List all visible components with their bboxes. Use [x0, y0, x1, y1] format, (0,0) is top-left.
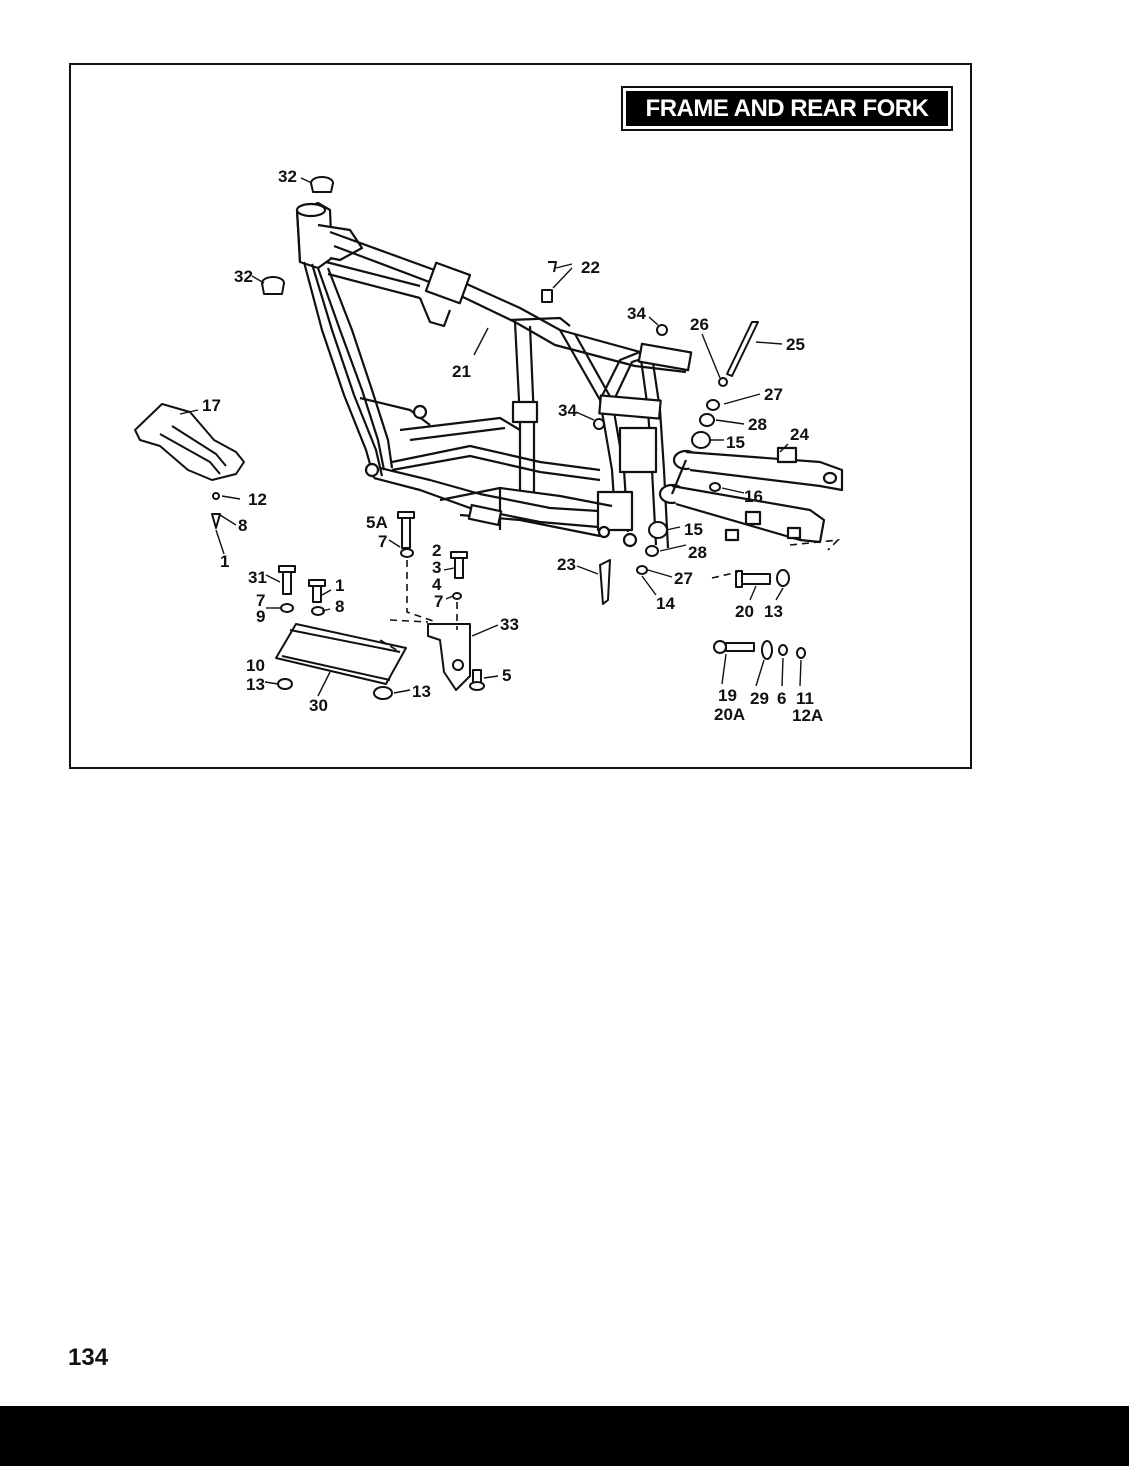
callout-13: 13 [246, 675, 265, 694]
callout-21: 21 [452, 362, 471, 381]
rear-fork [658, 446, 844, 544]
callout-15: 15 [684, 520, 703, 539]
callout-2: 2 [432, 541, 441, 560]
callout-7: 7 [256, 591, 265, 610]
callout-23: 23 [557, 555, 576, 574]
bottom-black-bar [0, 1406, 1129, 1466]
callout-8: 8 [238, 516, 247, 535]
callout-1: 1 [335, 576, 344, 595]
callout-3: 3 [432, 558, 441, 577]
callout-13: 13 [764, 602, 783, 621]
callout-19: 19 [718, 686, 737, 705]
callout-32: 32 [278, 167, 297, 186]
callout-15: 15 [726, 433, 745, 452]
callout-25: 25 [786, 335, 805, 354]
callout-11: 11 [796, 689, 814, 708]
figure-title: FRAME AND REAR FORK [626, 91, 948, 126]
callout-5: 5 [502, 666, 511, 685]
callout-7: 7 [378, 532, 387, 551]
callout-31: 31 [248, 568, 267, 587]
callout-13: 13 [412, 682, 431, 701]
callout-20: 20 [735, 602, 754, 621]
loose-parts [134, 176, 806, 700]
callout-29: 29 [750, 689, 769, 708]
callout-17: 17 [202, 396, 221, 415]
callout-1: 1 [220, 552, 229, 571]
title-box: FRAME AND REAR FORK [621, 86, 953, 131]
callout-14: 14 [656, 594, 675, 613]
callout-34: 34 [627, 304, 646, 323]
leader-lines [179, 177, 802, 697]
callout-6: 6 [777, 689, 786, 708]
callout-22: 22 [581, 258, 600, 277]
callout-33: 33 [500, 615, 519, 634]
callout-12a: 12A [792, 706, 823, 725]
callout-5a: 5A [366, 513, 388, 532]
callout-24: 24 [790, 425, 809, 444]
callout-8: 8 [335, 597, 344, 616]
callout-26: 26 [690, 315, 709, 334]
callout-labels: 32 32 22 34 26 25 21 17 34 27 28 24 15 1… [202, 167, 823, 725]
assembly-lines [379, 538, 841, 653]
callout-4: 4 [432, 575, 442, 594]
figure-frame [69, 63, 972, 769]
callout-28: 28 [748, 415, 767, 434]
callout-12: 12 [248, 490, 267, 509]
callout-10: 10 [246, 656, 265, 675]
callout-30: 30 [309, 696, 328, 715]
callout-16: 16 [744, 487, 763, 506]
callout-27: 27 [764, 385, 783, 404]
callout-34: 34 [558, 401, 577, 420]
callout-27: 27 [674, 569, 693, 588]
callout-7: 7 [434, 592, 443, 611]
page-number: 134 [68, 1344, 109, 1371]
callout-28: 28 [688, 543, 707, 562]
callout-9: 9 [256, 607, 265, 626]
callout-32: 32 [234, 267, 253, 286]
callout-20a: 20A [714, 705, 745, 724]
main-frame [295, 201, 693, 549]
